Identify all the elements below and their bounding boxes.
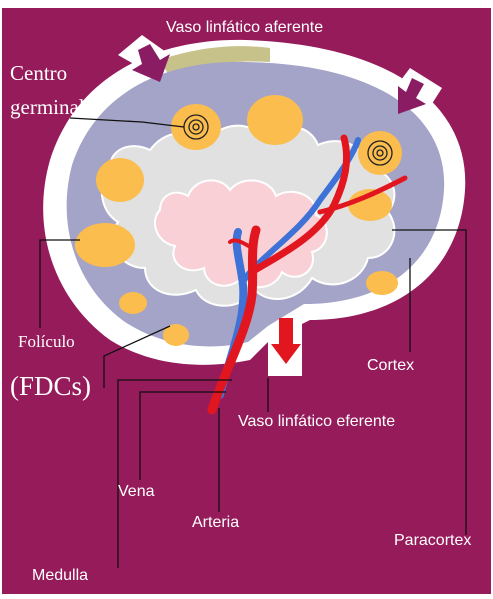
germinal-center-label-line1: Centro (10, 63, 67, 84)
vein-label: Vena (118, 484, 154, 500)
follicle (75, 223, 135, 267)
follicle (96, 158, 144, 202)
germinal-center-label-line2: germinal (10, 97, 85, 118)
follicle (247, 95, 303, 145)
follicle-label: Folículo (18, 333, 75, 350)
cortex-label: Cortex (367, 358, 414, 374)
afferent-vessel-label: Vaso linfático aferente (166, 20, 323, 36)
fdcs-label: (FDCs) (10, 373, 91, 400)
follicle (366, 271, 398, 295)
medulla-label: Medulla (32, 568, 88, 584)
artery-label: Arteria (192, 515, 239, 531)
follicle (119, 292, 147, 314)
follicle (171, 104, 221, 150)
efferent-vessel-label: Vaso linfático eferente (238, 414, 395, 430)
paracortex-label: Paracortex (394, 533, 471, 549)
follicle (358, 131, 402, 175)
